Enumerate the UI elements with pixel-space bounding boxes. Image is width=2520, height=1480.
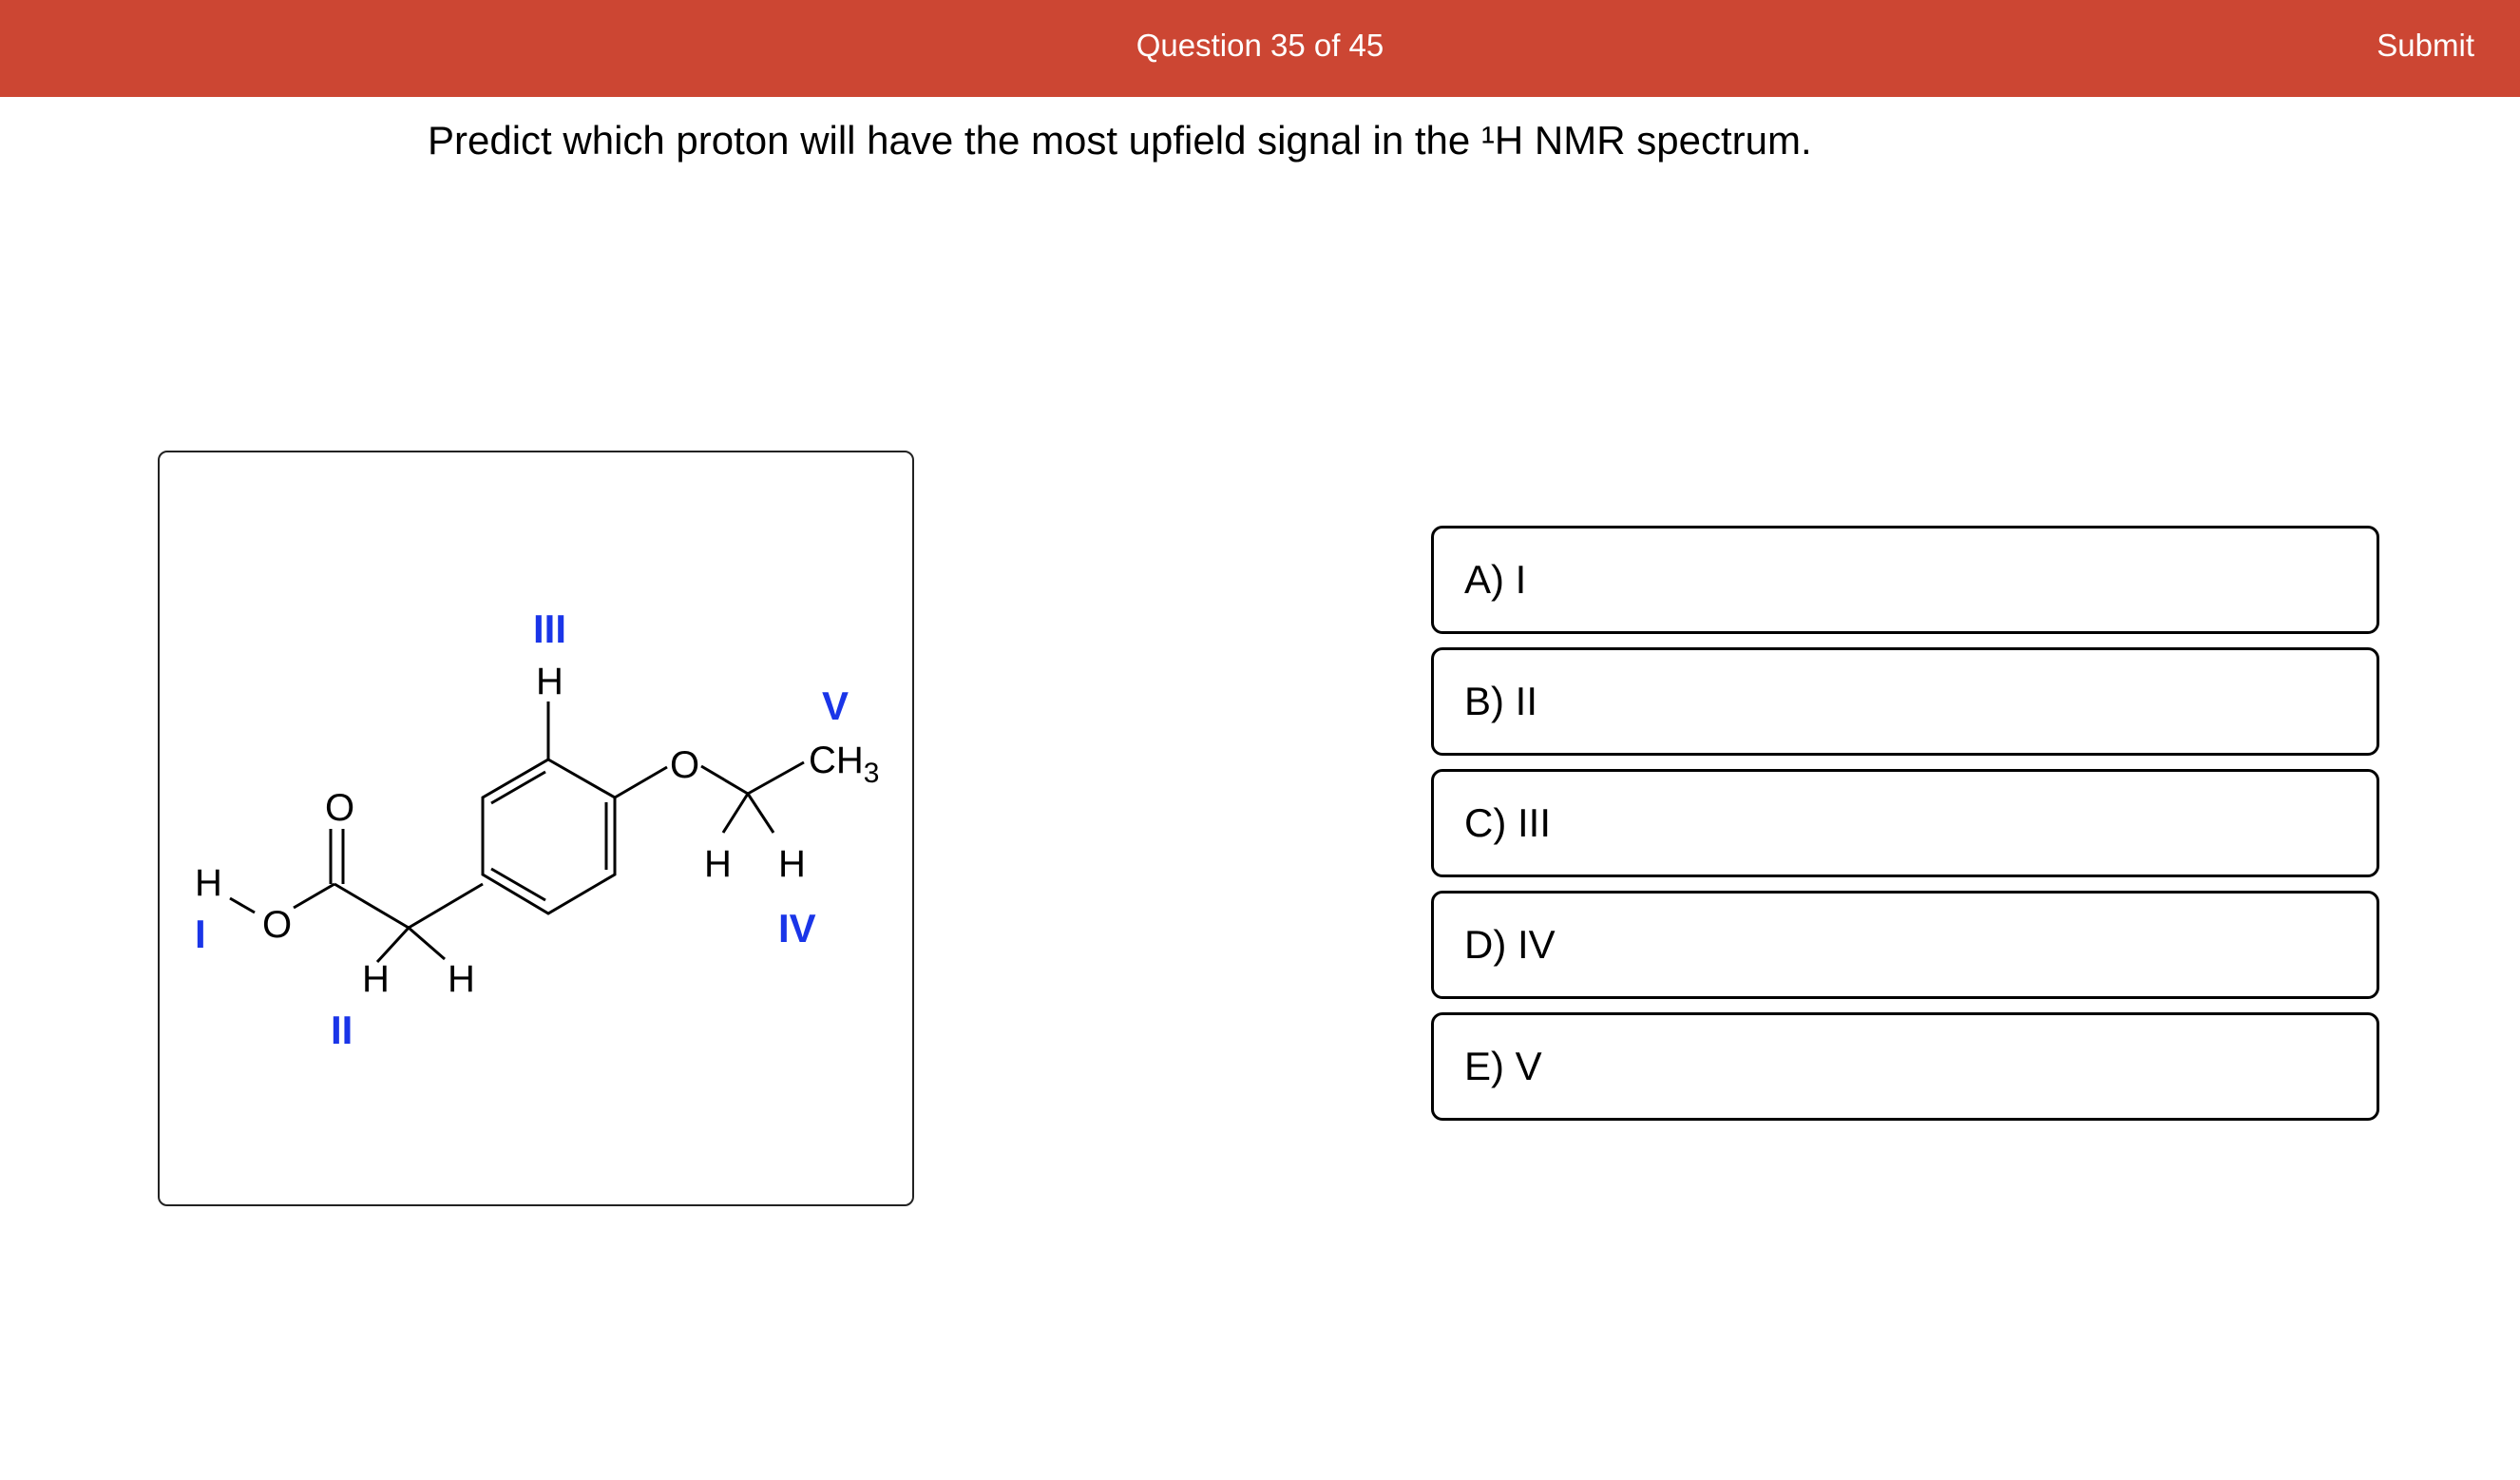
choice-a-label: A) I [1464,557,1527,602]
answer-choices: A) I B) II C) III D) IV E) V [1431,526,2379,1134]
bonds [229,702,805,964]
atom-h-ring: H [536,661,563,702]
atom-ch3: CH3 [809,740,879,789]
molecule-diagram: H O O H H H O H H CH3 I II III IV V [158,451,914,1206]
choice-e-label: E) V [1464,1044,1542,1088]
molecule-structure: H O O H H H O H H CH3 I II III IV V [195,606,879,1052]
choice-c[interactable]: C) III [1431,769,2379,877]
question-progress: Question 35 of 45 [1136,28,1384,63]
atom-labels: H O O H H H O H H CH3 [195,661,879,1000]
top-bar: Question 35 of 45 Submit [0,0,2520,97]
atom-h-och2-right: H [778,843,806,885]
question-text: Predict which proton will have the most … [428,118,1812,163]
atom-h-ch2-right: H [448,958,475,1000]
atom-ch3-c: CH [809,740,864,781]
atom-h-ch2-left: H [362,958,390,1000]
choice-a[interactable]: A) I [1431,526,2379,634]
choice-b[interactable]: B) II [1431,647,2379,756]
proton-label-ii: II [331,1008,353,1052]
choice-b-label: B) II [1464,679,1538,723]
proton-label-iii: III [533,606,566,651]
choice-d-label: D) IV [1464,922,1556,967]
atom-o-ether: O [670,744,699,786]
atom-h-acid: H [195,862,222,904]
atom-h-och2-left: H [704,843,732,885]
atom-o-carbonyl: O [325,787,354,829]
submit-button[interactable]: Submit [2377,28,2474,63]
choice-e[interactable]: E) V [1431,1012,2379,1121]
choice-d[interactable]: D) IV [1431,891,2379,999]
proton-label-iv: IV [778,906,816,951]
proton-label-v: V [822,683,849,728]
proton-label-i: I [195,912,206,956]
atom-o-acid: O [262,904,292,946]
atom-ch3-sub: 3 [864,758,880,789]
proton-labels: I II III IV V [195,606,849,1052]
choice-c-label: C) III [1464,800,1551,845]
